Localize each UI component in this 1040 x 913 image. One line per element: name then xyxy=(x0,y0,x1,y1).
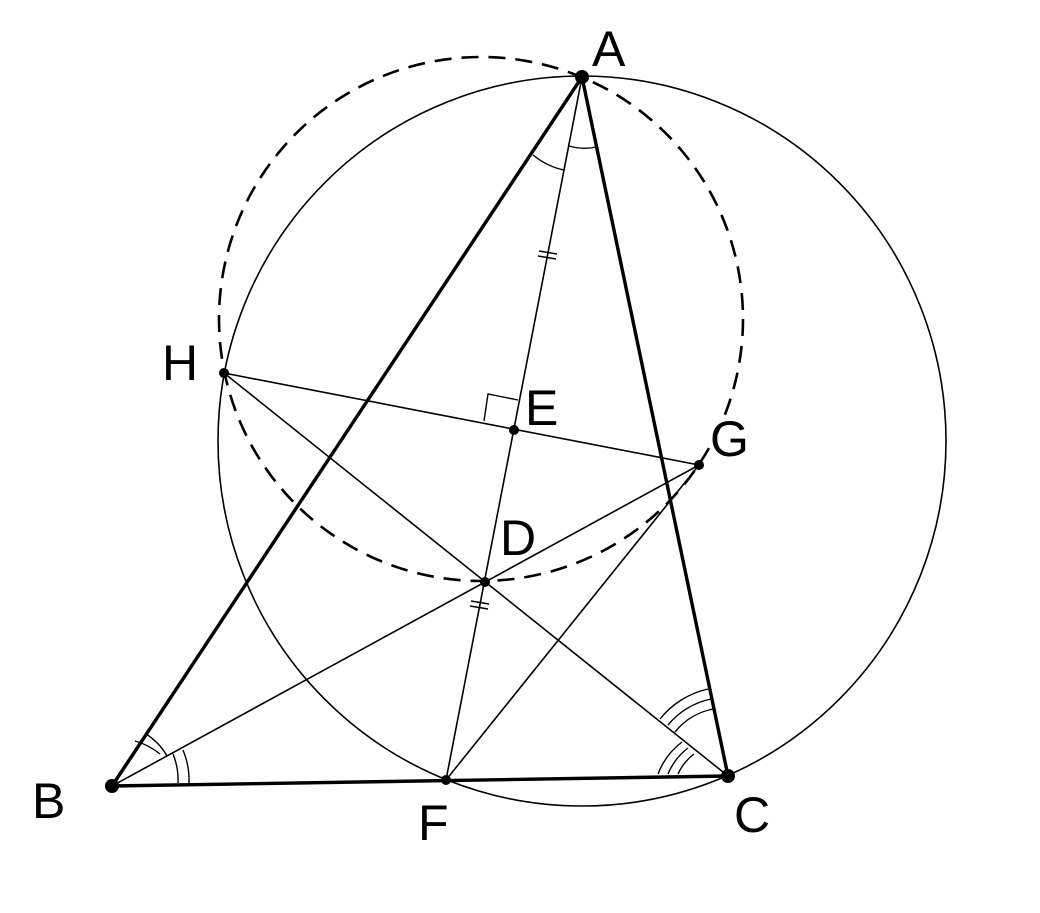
side-AC xyxy=(580,76,730,777)
angle-mark-C-arc2 xyxy=(667,698,712,726)
angle-mark-B-arc3 xyxy=(172,753,179,784)
label-H: H xyxy=(162,335,198,391)
label-A: A xyxy=(592,21,626,77)
label-D: D xyxy=(500,510,536,566)
right-angle-mark-E xyxy=(483,393,519,422)
tick-AE-1 xyxy=(538,250,558,255)
point-D xyxy=(480,577,490,587)
angle-mark-B-inner xyxy=(145,733,168,757)
segment-HG xyxy=(223,372,700,466)
angle-mark-C-arc3 xyxy=(674,708,714,733)
point-H xyxy=(219,368,229,378)
angle-mark-C-arc6 xyxy=(677,753,695,775)
angle-mark-A-left xyxy=(532,154,565,171)
label-G: G xyxy=(710,411,749,467)
label-B: B xyxy=(32,773,65,829)
side-AB xyxy=(110,76,584,787)
label-E: E xyxy=(525,380,558,436)
point-E xyxy=(509,425,519,435)
tick-DF-2 xyxy=(469,605,489,610)
label-C: C xyxy=(734,787,770,843)
angle-mark-C-arc5 xyxy=(667,747,689,775)
angle-mark-B-arc4 xyxy=(182,749,190,784)
label-F: F xyxy=(418,795,449,851)
point-F xyxy=(441,775,451,785)
angle-mark-A-right xyxy=(568,145,597,149)
segment-HC xyxy=(223,372,729,777)
side-BC xyxy=(111,774,729,788)
angle-mark-C-arc4 xyxy=(657,741,683,775)
circumcircle xyxy=(217,75,947,807)
segment-FG xyxy=(445,464,700,781)
angle-mark-C-arc1 xyxy=(659,688,709,720)
point-B xyxy=(105,779,119,793)
point-C xyxy=(721,769,735,783)
dashed-circle xyxy=(217,55,745,583)
tick-DF-1 xyxy=(470,600,490,605)
tick-AE-2 xyxy=(537,255,557,260)
angle-mark-B-outer xyxy=(134,740,161,755)
point-G xyxy=(694,460,704,470)
point-A xyxy=(575,70,589,84)
segment-BG xyxy=(111,464,700,787)
